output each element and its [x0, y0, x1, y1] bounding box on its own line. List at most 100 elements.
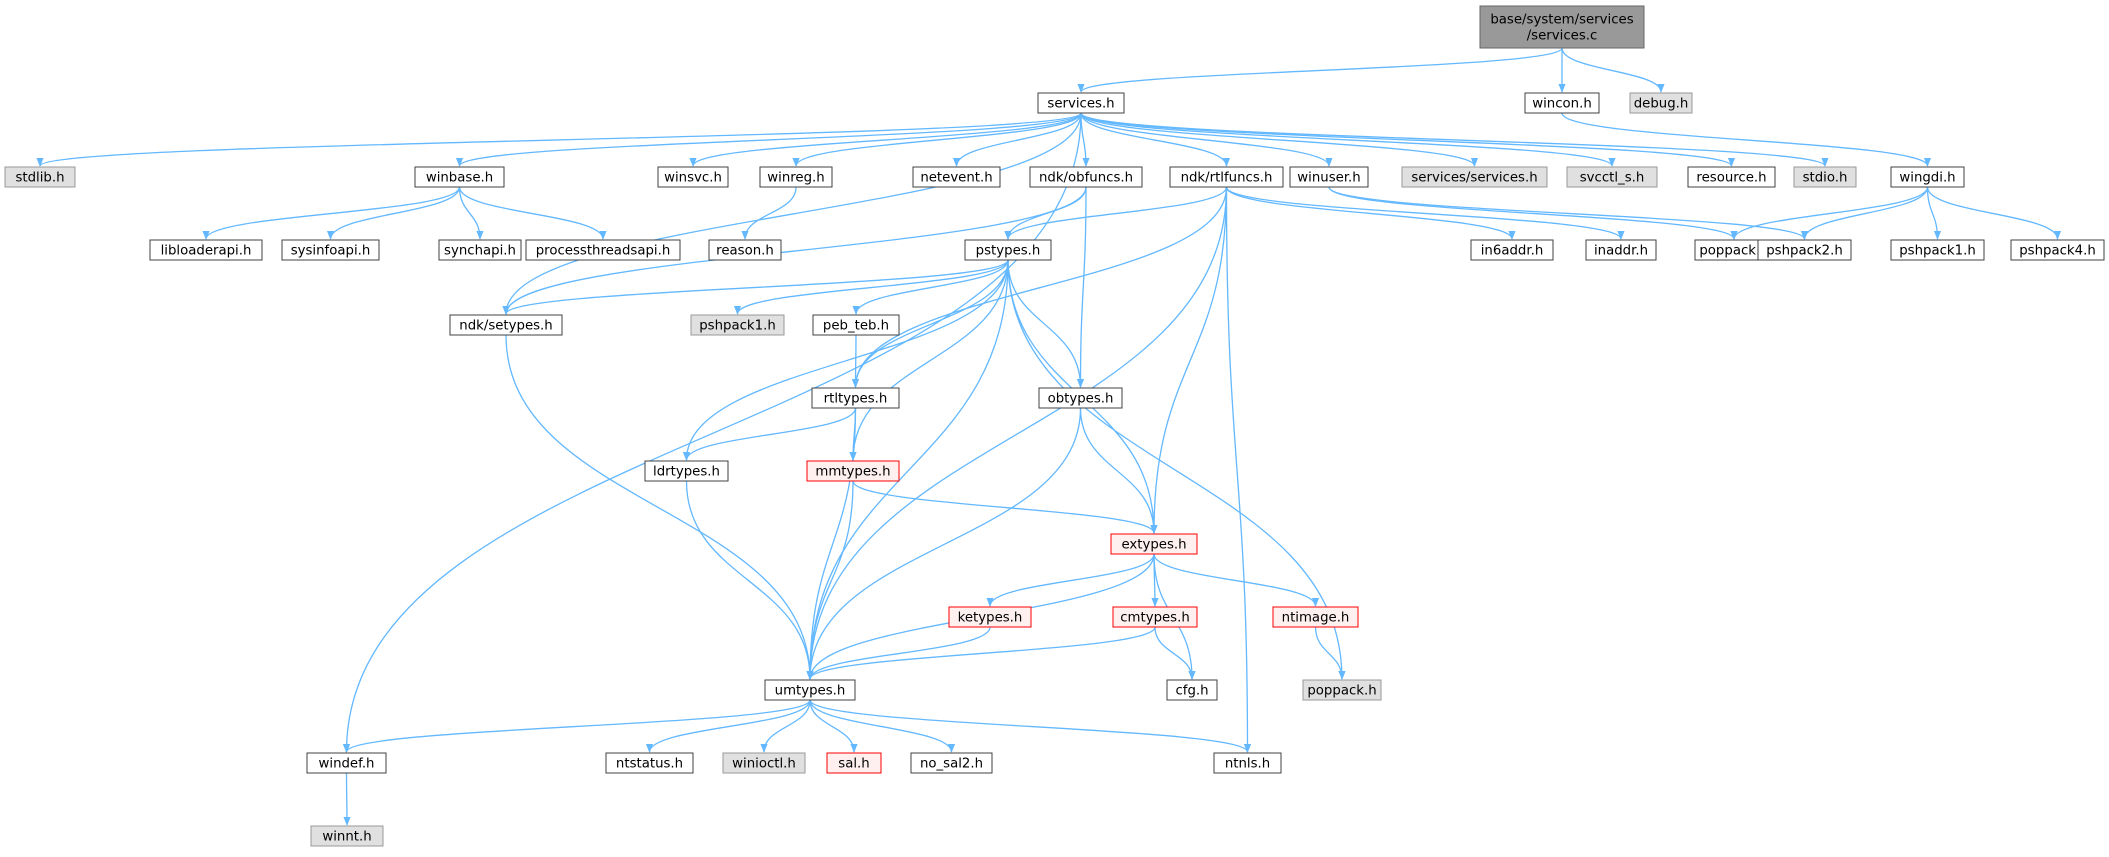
- node-wincon-h[interactable]: wincon.h: [1524, 92, 1600, 114]
- node-box: [1470, 239, 1554, 261]
- edge-ndk_rtlfuncs_h-to-pstypes_h: [1004, 186, 1228, 240]
- node-sysinfoapi-h[interactable]: sysinfoapi.h: [281, 239, 380, 261]
- edge-services_h-to-services_services_h: [1080, 112, 1479, 167]
- node-winioctl-h[interactable]: winioctl.h: [722, 752, 806, 774]
- edge-pstypes_h-to-obtypes_h: [1007, 259, 1085, 388]
- node-stdio-h[interactable]: stdio.h: [1793, 166, 1857, 188]
- node-box: [1585, 239, 1657, 261]
- node-box: [910, 752, 993, 774]
- edge-services_h-to-stdlib_h: [36, 112, 1082, 167]
- file-nodes: base/system/services/services.c services.…: [4, 5, 2105, 847]
- node-label: base/system/services: [1490, 13, 1633, 28]
- node-reason-h[interactable]: reason.h: [708, 239, 782, 261]
- node-box: [1757, 239, 1852, 261]
- node-wingdi-h[interactable]: wingdi.h: [1890, 166, 1965, 188]
- node-box: [764, 679, 856, 701]
- node-label: no_sal2.h: [920, 757, 983, 772]
- node-label: winioctl.h: [732, 757, 796, 772]
- node-ntstatus-h[interactable]: ntstatus.h: [605, 752, 694, 774]
- node-winnt-h[interactable]: winnt.h: [310, 825, 384, 847]
- node-label: winbase.h: [426, 171, 493, 186]
- node-box: [1629, 92, 1693, 114]
- node-obtypes-h[interactable]: obtypes.h: [1038, 387, 1123, 409]
- edge-ndk_rtlfuncs_h-to-inaddr_h: [1225, 186, 1625, 240]
- node-box: [438, 239, 522, 261]
- node-winbase-h[interactable]: winbase.h: [414, 166, 505, 188]
- node-cfg-h[interactable]: cfg.h: [1166, 679, 1218, 701]
- node-ketypes-h[interactable]: ketypes.h: [948, 606, 1032, 628]
- edge-services_h-to-netevent_h: [952, 112, 1082, 167]
- node-sal-h[interactable]: sal.h: [826, 752, 882, 774]
- node-inaddr-h[interactable]: inaddr.h: [1585, 239, 1657, 261]
- edge-rtltypes_h-to-umtypes_h: [806, 407, 857, 680]
- node-box: [964, 239, 1052, 261]
- node-ndk-rtlfuncs-h[interactable]: ndk/rtlfuncs.h: [1169, 166, 1284, 188]
- node-resource-h[interactable]: resource.h: [1687, 166, 1776, 188]
- edge-umtypes_h-to-windef_h: [343, 699, 811, 753]
- node-extypes-h[interactable]: extypes.h: [1110, 533, 1198, 555]
- node-winuser-h[interactable]: winuser.h: [1289, 166, 1369, 188]
- node-umtypes-h[interactable]: umtypes.h: [764, 679, 856, 701]
- node-label: sal.h: [838, 757, 869, 772]
- node-label: ntimage.h: [1282, 611, 1350, 626]
- node-debug-h[interactable]: debug.h: [1629, 92, 1693, 114]
- node-box: [1401, 166, 1548, 188]
- node-ldrtypes-h[interactable]: ldrtypes.h: [644, 460, 729, 482]
- node-label: winsvc.h: [664, 171, 722, 186]
- node-cmtypes-h[interactable]: cmtypes.h: [1112, 606, 1198, 628]
- node-label: reason.h: [716, 244, 774, 259]
- node-winsvc-h[interactable]: winsvc.h: [657, 166, 729, 188]
- node-libloaderapi-h[interactable]: libloaderapi.h: [149, 239, 263, 261]
- node-box: [708, 239, 782, 261]
- edge-services_h-to-resource_h: [1080, 112, 1735, 167]
- node-services-c[interactable]: base/system/services/services.c: [1479, 5, 1645, 49]
- node-box: [722, 752, 806, 774]
- node-poppack-h-bottom[interactable]: poppack.h: [1302, 679, 1382, 701]
- node-windef-h[interactable]: windef.h: [306, 752, 387, 774]
- node-pshpack1-h-mid[interactable]: pshpack1.h: [690, 314, 785, 336]
- node-netevent-h[interactable]: netevent.h: [912, 166, 1001, 188]
- node-ntnls-h[interactable]: ntnls.h: [1213, 752, 1282, 774]
- node-box: [690, 314, 785, 336]
- edge-winuser_h-to-poppack_h_top: [1328, 186, 1738, 240]
- edge-umtypes_h-to-sal_h: [809, 699, 858, 753]
- node-box: [414, 166, 505, 188]
- node-box: [310, 825, 384, 847]
- node-services-h[interactable]: services.h: [1037, 92, 1125, 114]
- node-box: [912, 166, 1001, 188]
- node-label: peb_teb.h: [823, 319, 889, 334]
- edge-ldrtypes_h-to-umtypes_h: [685, 480, 814, 680]
- node-pshpack4-h[interactable]: pshpack4.h: [2010, 239, 2105, 261]
- node-box: [1272, 606, 1359, 628]
- node-pshpack2-h[interactable]: pshpack2.h: [1757, 239, 1852, 261]
- edge-ndk_rtlfuncs_h-to-ntnls_h: [1225, 186, 1252, 753]
- edge-umtypes_h-to-no_sal2_h: [809, 699, 956, 753]
- node-synchapi-h[interactable]: synchapi.h: [438, 239, 522, 261]
- node-ntimage-h[interactable]: ntimage.h: [1272, 606, 1359, 628]
- node-rtltypes-h[interactable]: rtltypes.h: [811, 387, 900, 409]
- node-label: pshpack2.h: [1766, 244, 1843, 259]
- node-no-sal2-h[interactable]: no_sal2.h: [910, 752, 993, 774]
- node-ndk-obfuncs-h[interactable]: ndk/obfuncs.h: [1029, 166, 1143, 188]
- node-svcctl-s-h[interactable]: svcctl_s.h: [1566, 166, 1658, 188]
- edge-services_h-to-winreg_h: [792, 112, 1082, 167]
- node-peb-teb-h[interactable]: peb_teb.h: [812, 314, 900, 336]
- edge-ndk_setypes_h-to-umtypes_h: [505, 334, 814, 680]
- node-in6addr-h[interactable]: in6addr.h: [1470, 239, 1554, 261]
- edge-ntimage_h-to-poppack_h_bottom: [1314, 626, 1346, 680]
- node-box: [1289, 166, 1369, 188]
- node-pshpack1-h-right[interactable]: pshpack1.h: [1890, 239, 1985, 261]
- node-processthreadsapi-h[interactable]: processthreadsapi.h: [525, 239, 681, 261]
- node-stdlib-h[interactable]: stdlib.h: [4, 166, 76, 188]
- node-label: pstypes.h: [976, 244, 1041, 259]
- edge-winbase_h-to-libloaderapi_h: [202, 186, 461, 240]
- node-mmtypes-h[interactable]: mmtypes.h: [806, 460, 900, 482]
- edge-ndk_rtlfuncs_h-to-rtltypes_h: [851, 186, 1228, 388]
- edge-extypes_h-to-ntimage_h: [1153, 553, 1320, 607]
- node-poppack-h-top[interactable]: poppack.h: [1694, 239, 1774, 261]
- node-winreg-h[interactable]: winreg.h: [759, 166, 833, 188]
- node-ndk-setypes-h[interactable]: ndk/setypes.h: [449, 314, 563, 336]
- edge-services_h-to-winbase_h: [456, 112, 1082, 167]
- node-services-services-h[interactable]: services/services.h: [1401, 166, 1548, 188]
- node-pstypes-h[interactable]: pstypes.h: [964, 239, 1052, 261]
